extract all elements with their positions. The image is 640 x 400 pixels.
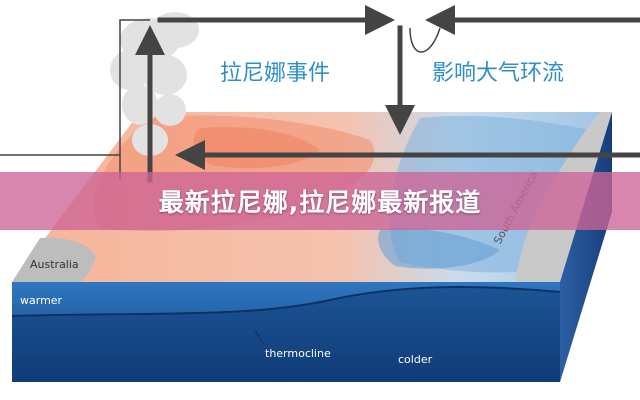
- circulation-arrows: [150, 20, 640, 180]
- label-colder: colder: [398, 353, 433, 366]
- label-thermocline: thermocline: [265, 347, 331, 360]
- label-australia: Australia: [30, 258, 79, 271]
- label-atmospheric-circulation: 影响大气环流: [432, 61, 564, 86]
- label-warmer: warmer: [20, 294, 63, 307]
- headline-title[interactable]: 最新拉尼娜,拉尼娜最新报道: [159, 183, 482, 219]
- label-la-nina-event: 拉尼娜事件: [220, 61, 330, 86]
- headline-banner: 最新拉尼娜,拉尼娜最新报道: [0, 172, 640, 230]
